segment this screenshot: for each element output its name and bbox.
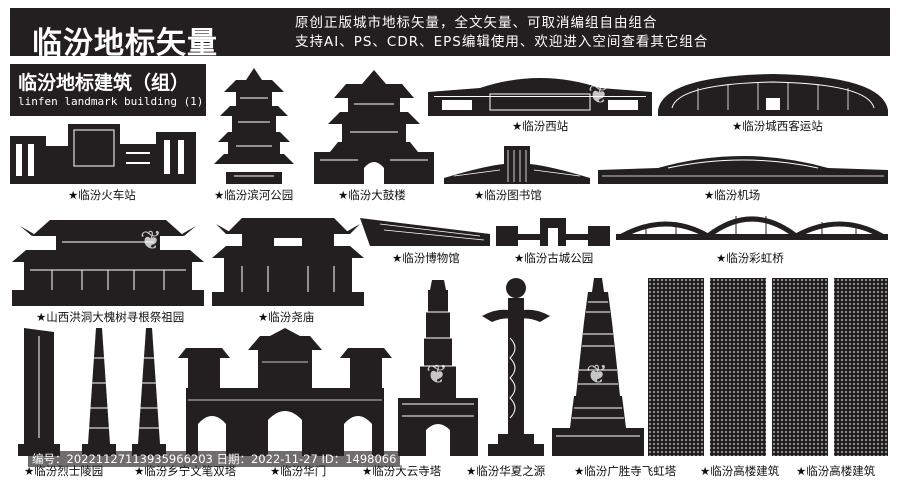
yao-temple-illustration xyxy=(212,218,364,306)
high-rise-buildings-illustration xyxy=(648,278,888,456)
museum-illustration xyxy=(360,218,490,246)
watermark-logo-icon: ❦ xyxy=(586,360,608,390)
library-illustration xyxy=(444,146,590,184)
subtitle-box: 临汾地标建筑（组） linfen landmark building (1) xyxy=(10,64,206,116)
landmark-label-west-bus-station: ★临汾城西客运站 xyxy=(732,119,823,133)
landmark-label-drum-tower: ★临汾大鼓楼 xyxy=(338,188,406,202)
landmark-label-high-rise-1: ★临汾高楼建筑 xyxy=(700,464,780,478)
hua-gate-illustration xyxy=(178,328,392,456)
landmark-label-twin-pagodas: ★临汾乡宁文笔双塔 xyxy=(134,464,237,478)
landmark-label-martyrs-cemetery: ★临汾烈士陵园 xyxy=(24,464,104,478)
page-title: 临汾地标矢量 xyxy=(32,26,218,61)
banner-description: 原创正版城市地标矢量，全文矢量、可取消编组自由组合 支持AI、PS、CDR、EP… xyxy=(295,14,708,52)
subtitle-english: linfen landmark building (1) xyxy=(18,95,204,108)
martyrs-cemetery-monument-illustration xyxy=(18,328,60,456)
landmark-label-huaxia-origin: ★临汾华夏之源 xyxy=(466,464,546,478)
landmark-label-hua-gate: ★临汾华门 xyxy=(270,464,327,478)
subtitle-chinese: 临汾地标建筑（组） xyxy=(18,72,190,94)
landmark-label-museum: ★临汾博物馆 xyxy=(392,251,460,265)
rainbow-bridge-illustration xyxy=(616,216,888,240)
west-bus-station-illustration xyxy=(658,74,888,116)
landmark-label-ancestral-garden: ★山西洪洞大槐树寻根祭祖园 xyxy=(36,310,185,324)
twin-pagodas-illustration xyxy=(82,328,166,456)
landmark-label-west-station: ★临汾西站 xyxy=(512,119,569,133)
guangsheng-temple-feihong-pagoda-illustration xyxy=(552,278,644,456)
huaxia-origin-pillar-illustration xyxy=(482,278,550,456)
drum-tower-illustration xyxy=(314,70,434,184)
landmark-label-airport: ★临汾机场 xyxy=(704,188,761,202)
watermark-logo-icon: ❦ xyxy=(426,360,448,390)
airport-illustration xyxy=(598,156,888,184)
landmark-label-train-station: ★临汾火车站 xyxy=(68,188,136,202)
landmark-label-feihong-pagoda: ★临汾广胜寺飞虹塔 xyxy=(574,464,677,478)
watermark-logo-icon: ❦ xyxy=(140,226,162,256)
landmark-label-high-rise-2: ★临汾高楼建筑 xyxy=(796,464,876,478)
big-locust-tree-ancestral-garden-illustration xyxy=(12,220,204,306)
banner-desc-line2: 支持AI、PS、CDR、EPS编辑使用、欢迎进入空间查看其它组合 xyxy=(295,34,709,50)
landmark-label-ancient-city-park: ★临汾古城公园 xyxy=(514,251,594,265)
west-station-illustration xyxy=(428,78,652,116)
landmark-label-binhe-park: ★临汾滨河公园 xyxy=(214,188,294,202)
landmark-label-yao-temple: ★临汾尧庙 xyxy=(258,310,315,324)
header-banner: 临汾地标矢量 原创正版城市地标矢量，全文矢量、可取消编组自由组合 支持AI、PS… xyxy=(10,8,890,61)
footer-id-stamp: 编号：20221127113935966203 日期：2022-11-27 ID… xyxy=(28,451,401,467)
banner-desc-line1: 原创正版城市地标矢量，全文矢量、可取消编组自由组合 xyxy=(295,15,658,31)
binhe-park-pavilion-illustration xyxy=(214,68,294,184)
landmark-label-dayun-pagoda: ★临汾大云寺塔 xyxy=(362,464,442,478)
landmark-label-rainbow-bridge: ★临汾彩虹桥 xyxy=(716,251,784,265)
landmark-label-library: ★临汾图书馆 xyxy=(474,188,542,202)
watermark-logo-icon: ❦ xyxy=(588,80,610,110)
dayun-temple-pagoda-illustration xyxy=(398,280,478,456)
ancient-city-park-illustration xyxy=(496,218,610,246)
train-station-illustration xyxy=(10,124,196,184)
